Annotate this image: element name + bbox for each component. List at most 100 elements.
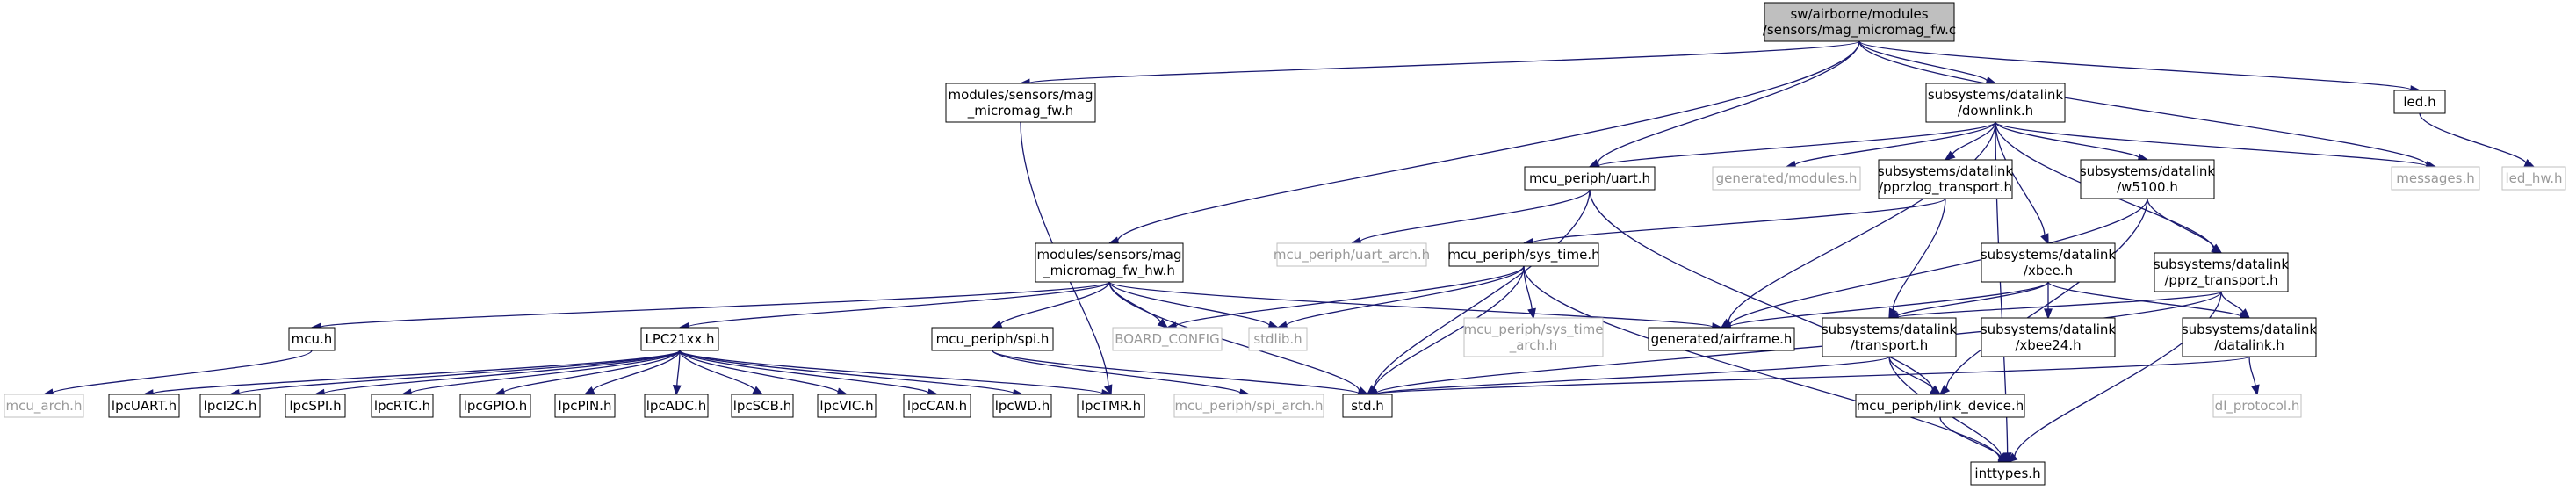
node-lpcspi[interactable]: lpcSPI.h	[285, 394, 346, 418]
node-label: lpcSCB.h	[733, 398, 792, 414]
node-label: lpcRTC.h	[374, 398, 430, 414]
edge-root-to-mag-fw-hw	[1108, 40, 1860, 246]
node-lpctmr[interactable]: lpcTMR.h	[1077, 394, 1145, 418]
node-box	[285, 394, 346, 418]
node-mag-fw-hw[interactable]: modules/sensors/mag_micromag_fw_hw.h	[1035, 242, 1184, 283]
arrowhead-icon	[2211, 243, 2223, 255]
node-gen-airframe[interactable]: generated/airframe.h	[1648, 327, 1795, 351]
node-lpcrtc[interactable]: lpcRTC.h	[371, 394, 434, 418]
edge-downlink-to-w5100	[1995, 121, 2149, 162]
node-box	[1248, 327, 1308, 351]
node-link-device[interactable]: mcu_periph/link_device.h	[1855, 394, 2025, 418]
node-led[interactable]: led.h	[2393, 90, 2446, 114]
node-gen-modules: generated/modules.h	[1712, 166, 1861, 191]
edge-datalink-to-dl-protocol	[2248, 356, 2260, 396]
node-label: /pprzlog_transport.h	[1879, 179, 2012, 196]
node-box	[1855, 394, 2025, 418]
node-label: mcu.h	[292, 331, 333, 347]
node-box	[459, 394, 531, 418]
node-label: /sensors/mag_micromag_fw.c	[1763, 22, 1956, 39]
edge-downlink-to-gen-airframe	[1720, 121, 1996, 329]
node-inttypes[interactable]: inttypes.h	[1970, 461, 2046, 486]
node-lpcwd[interactable]: lpcWD.h	[992, 394, 1052, 418]
arrowhead-icon	[2040, 233, 2049, 245]
node-dl-protocol: dl_protocol.h	[2212, 394, 2302, 418]
node-lpcscb[interactable]: lpcSCB.h	[731, 394, 794, 418]
node-lpcvic[interactable]: lpcVIC.h	[817, 394, 877, 418]
node-label: _micromag_fw.h	[967, 103, 1074, 119]
node-box	[371, 394, 434, 418]
node-label: mcu_periph/spi.h	[936, 331, 1050, 348]
arrowhead-icon	[1103, 384, 1113, 396]
arrowhead-icon	[2044, 308, 2053, 320]
node-lpccan[interactable]: lpcCAN.h	[903, 394, 971, 418]
node-spi[interactable]: mcu_periph/spi.h	[931, 327, 1054, 351]
node-downlink[interactable]: subsystems/datalink/downlink.h	[1925, 83, 2066, 123]
node-label: /xbee.h	[2024, 263, 2073, 278]
node-label: /downlink.h	[1958, 103, 2033, 119]
node-box	[945, 83, 1096, 123]
node-label: subsystems/datalink	[2080, 163, 2216, 179]
node-mag-fw-h[interactable]: modules/sensors/mag_micromag_fw.h	[945, 83, 1096, 123]
edge-pprz-transport-to-datalink	[2220, 291, 2251, 320]
node-box	[199, 394, 261, 418]
node-label: mcu_periph/uart_arch.h	[1274, 247, 1430, 264]
node-xbee24[interactable]: subsystems/datalink/xbee24.h	[1981, 317, 2117, 357]
node-lpcpin[interactable]: lpcPIN.h	[554, 394, 616, 418]
node-label: inttypes.h	[1974, 466, 2040, 481]
edge-root-to-mag-fw-h	[1019, 40, 1860, 88]
node-box	[2391, 166, 2480, 191]
edge-root-to-uart	[1588, 40, 1860, 168]
node-lpcgpio[interactable]: lpcGPIO.h	[459, 394, 531, 418]
node-lpcadc[interactable]: lpcADC.h	[644, 394, 709, 418]
node-label: subsystems/datalink	[1981, 247, 2117, 263]
node-stdlib: stdlib.h	[1248, 327, 1308, 351]
node-lpc21xx[interactable]: LPC21xx.h	[640, 327, 719, 351]
node-box	[2080, 159, 2215, 199]
node-xbee[interactable]: subsystems/datalink/xbee.h	[1981, 242, 2117, 283]
node-transport[interactable]: subsystems/datalink/transport.h	[1822, 317, 1958, 357]
node-box	[1077, 394, 1145, 418]
edge-transport-to-link-device	[1888, 356, 1942, 396]
node-std[interactable]: std.h	[1342, 394, 1393, 418]
node-mcu[interactable]: mcu.h	[288, 327, 336, 351]
node-label: mcu_periph/sys_time	[1464, 321, 1604, 338]
node-box	[2212, 394, 2302, 418]
node-label: subsystems/datalink	[2182, 321, 2318, 337]
arrowhead-icon	[1888, 307, 1898, 320]
node-label: subsystems/datalink	[1822, 321, 1958, 337]
node-box	[1448, 242, 1599, 267]
node-box	[1463, 317, 1604, 357]
edge-lpc21xx-to-lpctmr	[679, 350, 1113, 398]
node-pprz-transport[interactable]: subsystems/datalink/pprz_transport.h	[2154, 252, 2290, 292]
node-label: BOARD_CONFIG	[1115, 331, 1219, 348]
arrowhead-icon	[1944, 150, 1956, 162]
node-label: mcu_periph/spi_arch.h	[1174, 398, 1323, 415]
node-datalink[interactable]: subsystems/datalink/datalink.h	[2182, 317, 2318, 357]
node-box	[554, 394, 616, 418]
arrowhead-icon	[2239, 308, 2251, 320]
edge-pprz-transport-to-inttypes	[2006, 291, 2222, 464]
node-pprzlog[interactable]: subsystems/datalink/pprzlog_transport.h	[1878, 159, 2014, 199]
node-label: /w5100.h	[2117, 179, 2178, 195]
node-box	[1764, 2, 1955, 42]
node-spi-arch: mcu_periph/spi_arch.h	[1173, 394, 1324, 418]
node-w5100[interactable]: subsystems/datalink/w5100.h	[2080, 159, 2216, 199]
node-lpci2c[interactable]: lpcI2C.h	[199, 394, 261, 418]
node-label: /pprz_transport.h	[2164, 272, 2277, 289]
node-box	[2501, 166, 2566, 191]
node-label: led.h	[2403, 94, 2435, 110]
node-lpcuart[interactable]: lpcUART.h	[108, 394, 180, 418]
node-label: modules/sensors/mag	[1037, 247, 1182, 263]
node-box	[1648, 327, 1795, 351]
edge-led-to-led-hw	[2419, 112, 2536, 168]
edge-lpc21xx-to-lpcscb	[679, 350, 764, 395]
edge-datalink-to-std	[1366, 356, 2250, 399]
node-box	[108, 394, 180, 418]
node-sys-time[interactable]: mcu_periph/sys_time.h	[1447, 242, 1600, 267]
node-uart[interactable]: mcu_periph/uart.h	[1524, 166, 1656, 191]
edge-mag-fw-hw-to-gen-airframe	[1108, 281, 1723, 332]
node-label: _micromag_fw_hw.h	[1043, 263, 1175, 279]
node-box	[1981, 242, 2116, 283]
